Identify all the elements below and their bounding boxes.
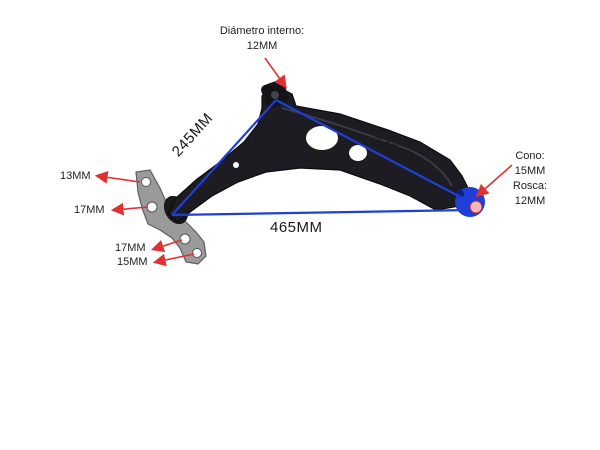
- bracket-hole-17-lower: [179, 233, 191, 245]
- bracket-hole-15: [192, 248, 202, 258]
- rear-bushing-bore: [271, 91, 279, 99]
- dim-17-upper-label: 17MM: [74, 204, 105, 216]
- ball-joint-stud: [469, 200, 483, 214]
- dim-15-label: 15MM: [117, 256, 148, 268]
- bracket-hole-17-upper: [146, 201, 158, 213]
- arrow-13: [94, 171, 141, 184]
- measure-line-465: [171, 208, 471, 217]
- arrow-17-lower: [150, 239, 183, 253]
- arm-cutout-large: [306, 126, 338, 150]
- dim-465-label: 465MM: [270, 219, 323, 236]
- rosca-value: 12MM: [514, 195, 546, 207]
- arrow-diametro: [264, 57, 287, 89]
- dim-13-label: 13MM: [60, 170, 91, 182]
- arm-cutout-small: [349, 145, 367, 161]
- measure-line-245: [171, 99, 277, 216]
- measure-line-345: [275, 99, 471, 203]
- diametro-value: 12MM: [246, 40, 278, 52]
- bracket-hole-13: [141, 177, 151, 187]
- control-arm-body: [167, 85, 471, 223]
- diametro-title: Diámetro interno:: [219, 25, 305, 37]
- arrow-15: [152, 253, 195, 267]
- cono-value: 15MM: [514, 165, 546, 177]
- arrow-cono: [475, 164, 513, 198]
- cono-title: Cono:: [515, 150, 545, 162]
- arm-small-hole: [233, 162, 239, 168]
- arm-ridge: [281, 107, 453, 187]
- rosca-title: Rosca:: [512, 180, 548, 192]
- arrow-17-upper: [110, 202, 149, 216]
- dim-17-lower-label: 17MM: [115, 242, 146, 254]
